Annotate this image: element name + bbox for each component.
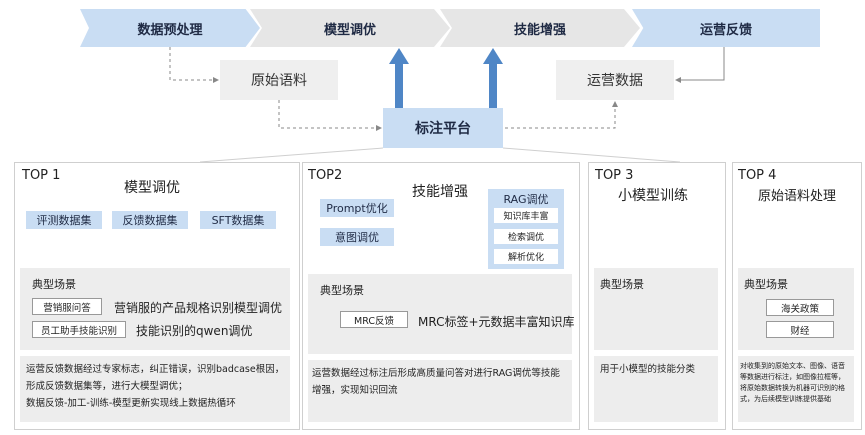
flow-step-skill-enhance: 技能增强 bbox=[440, 9, 640, 47]
description-line: 等数据进行标注，如图像拉框等， bbox=[740, 373, 845, 381]
scene-heading: 典型场景 bbox=[600, 278, 644, 291]
tag-label: Prompt优化 bbox=[326, 202, 388, 215]
flow-step-label: 运营反馈 bbox=[699, 22, 752, 38]
scene-box: 员工助手技能识别 bbox=[32, 321, 126, 338]
scene-box: MRC反馈 bbox=[340, 311, 408, 328]
arrow-up-icon bbox=[483, 48, 503, 108]
connector-platform-to-opsdata bbox=[505, 101, 618, 129]
tag-eval-dataset: 评测数据集 bbox=[26, 211, 102, 229]
description: 对收集到的原始文本、图像、语音 等数据进行标注，如图像拉框等， 将原始数据转换为… bbox=[740, 361, 854, 405]
connector-corpus-to-platform bbox=[278, 100, 382, 131]
scene-box: 财经 bbox=[766, 321, 834, 338]
description: 运营数据经过标注后形成高质量问答对进行RAG调优等技能 增强，实现知识回流 bbox=[312, 365, 570, 399]
connector-step1-to-corpus bbox=[169, 47, 219, 83]
tag-label: 反馈数据集 bbox=[122, 214, 178, 227]
panel-title: 小模型训练 bbox=[618, 188, 688, 204]
description-line: 增强，实现知识回流 bbox=[312, 385, 398, 396]
arrow-up-icon bbox=[389, 48, 409, 108]
description-line: 运营数据经过标注后形成高质量问答对进行RAG调优等技能 bbox=[312, 368, 560, 379]
scene-box: 营销服问答 bbox=[32, 298, 102, 315]
description: 运营反馈数据经过专家标志，纠正错误，识别badcase根因， 形成反馈数据集等，… bbox=[26, 361, 292, 412]
scene-box-label: MRC反馈 bbox=[354, 315, 394, 327]
panel-rank: TOP 3 bbox=[595, 168, 634, 183]
scene-box-label: 财经 bbox=[790, 325, 810, 337]
rag-item-label: 解析优化 bbox=[507, 253, 544, 263]
scene-heading: 典型场景 bbox=[744, 278, 788, 291]
panel-title: 模型调优 bbox=[124, 180, 180, 196]
tag-label: 意图调优 bbox=[335, 231, 379, 244]
flow-step-label: 数据预处理 bbox=[137, 22, 203, 38]
description-line: 用于小模型的技能分类 bbox=[600, 364, 696, 375]
panel-rank: TOP2 bbox=[308, 168, 343, 183]
rag-item: 解析优化 bbox=[494, 249, 558, 264]
source-label: 运营数据 bbox=[587, 73, 643, 89]
tag-feedback-dataset: 反馈数据集 bbox=[112, 211, 188, 229]
description-area bbox=[308, 360, 572, 422]
scene-box-label: 员工助手技能识别 bbox=[40, 325, 117, 337]
tag-prompt-opt: Prompt优化 bbox=[320, 199, 394, 217]
rag-item: 检索调优 bbox=[494, 229, 558, 244]
source-label: 原始语料 bbox=[251, 73, 307, 89]
panel-rank: TOP 1 bbox=[22, 168, 61, 183]
scene-box: 海关政策 bbox=[766, 299, 834, 316]
scene-box-label: 营销服问答 bbox=[43, 302, 91, 314]
rag-tuning-group: RAG调优 知识库丰富 检索调优 解析优化 bbox=[488, 189, 564, 269]
fan-line-right bbox=[502, 147, 681, 163]
panel-title: 技能增强 bbox=[412, 184, 468, 200]
source-raw-corpus: 原始语料 bbox=[220, 60, 338, 100]
flow-connectors bbox=[169, 47, 725, 163]
description-line: 形成反馈数据集等，进行大模型调优； bbox=[26, 381, 188, 392]
flow-step-model-tuning: 模型调优 bbox=[250, 9, 450, 47]
flow-step-label: 模型调优 bbox=[323, 22, 376, 38]
scene-text: 营销服的产品规格识别模型调优 bbox=[114, 301, 283, 315]
rag-item-label: 知识库丰富 bbox=[503, 212, 549, 222]
description-area bbox=[20, 356, 290, 422]
panel-rank: TOP 4 bbox=[738, 168, 777, 183]
flow-step-label: 技能增强 bbox=[513, 22, 566, 38]
description-area bbox=[594, 356, 718, 422]
description: 用于小模型的技能分类 bbox=[600, 361, 718, 378]
tag-label: SFT数据集 bbox=[211, 214, 265, 227]
platform-label: 标注平台 bbox=[415, 121, 471, 137]
scene-heading: 典型场景 bbox=[32, 278, 76, 291]
description-area bbox=[738, 356, 854, 422]
flow-step-preprocess: 数据预处理 bbox=[80, 9, 260, 47]
flow-step-ops-feedback: 运营反馈 bbox=[632, 9, 820, 47]
tag-intent-tuning: 意图调优 bbox=[320, 228, 394, 246]
fan-line-left bbox=[199, 147, 384, 163]
description-line: 运营反馈数据经过专家标志，纠正错误，识别badcase根因， bbox=[26, 364, 285, 375]
description-line: 数据反馈-加工-训练-模型更新实现线上数据热循环 bbox=[26, 398, 236, 409]
scene-box-label: 海关政策 bbox=[780, 303, 819, 315]
tag-sft-dataset: SFT数据集 bbox=[200, 211, 276, 229]
scene-text: MRC标签+元数据丰富知识库 bbox=[418, 315, 575, 329]
annotation-platform: 标注平台 bbox=[383, 108, 503, 148]
rag-item: 知识库丰富 bbox=[494, 208, 558, 223]
connector-step4-to-opsdata bbox=[675, 47, 725, 83]
description-line: 对收集到的原始文本、图像、语音 bbox=[740, 362, 845, 370]
rag-title: RAG调优 bbox=[503, 193, 549, 206]
source-ops-data: 运营数据 bbox=[556, 60, 674, 100]
description-line: 将原始数据转换为机器可识别的格 bbox=[740, 384, 845, 392]
panel-title: 原始语料处理 bbox=[758, 189, 837, 204]
scene-text: 技能识别的qwen调优 bbox=[136, 324, 253, 338]
scene-area bbox=[594, 268, 718, 350]
scene-heading: 典型场景 bbox=[320, 284, 364, 297]
description-line: 式，为后续模型训练提供基础 bbox=[740, 395, 831, 403]
tag-label: 评测数据集 bbox=[36, 214, 92, 227]
rag-item-label: 检索调优 bbox=[507, 233, 544, 243]
